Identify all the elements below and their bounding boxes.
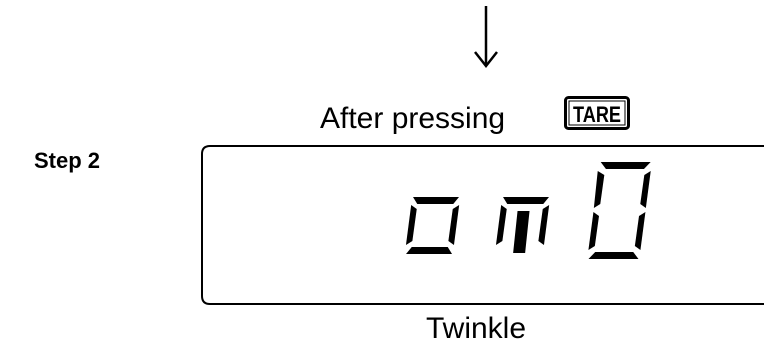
tare-key-icon: TARE [564, 96, 630, 130]
segment-digit-o [405, 197, 460, 254]
lcd-display-frame [201, 145, 764, 305]
step-label: Step 2 [34, 148, 101, 173]
after-pressing-text: After pressing [320, 102, 506, 135]
down-arrow-icon [474, 6, 498, 69]
tare-key-label: TARE [573, 102, 621, 127]
lcd-readout [405, 162, 651, 259]
twinkle-caption: Twinkle [426, 312, 527, 345]
segment-digit-n [495, 197, 550, 253]
segment-digit-0 [588, 162, 651, 259]
